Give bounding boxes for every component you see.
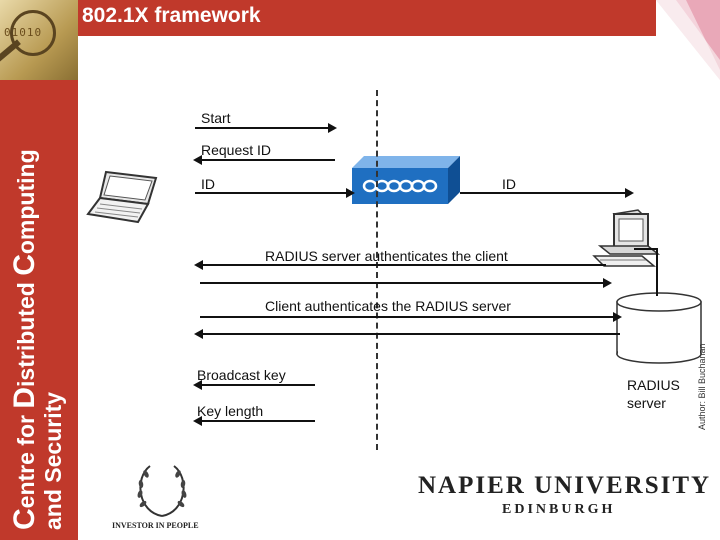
- napier-university-logo: NAPIER UNIVERSITY: [418, 472, 712, 499]
- eap-tunnel-top-arrow: [200, 278, 612, 288]
- desktop-computer-icon: [592, 209, 661, 267]
- slide-title: 802.1X framework: [82, 4, 261, 27]
- id-arrow-server: [460, 188, 634, 198]
- pc-to-server-link: [656, 248, 658, 296]
- investor-in-people-logo: [137, 465, 187, 517]
- magnifier-handle: [0, 39, 21, 64]
- investor-in-people-text: INVESTOR IN PEOPLE: [112, 521, 199, 530]
- id-label-client: ID: [201, 176, 215, 192]
- magnifier-lens: [10, 10, 56, 56]
- edinburgh-logo-text: EDINBURGH: [502, 502, 616, 517]
- eap-tunnel-bottom-arrow: [194, 329, 620, 339]
- request-id-label: Request ID: [201, 142, 272, 158]
- centre-name: Centre for Distributed Computing and Sec…: [8, 90, 67, 530]
- pc-to-server-link-horizontal: [634, 248, 656, 250]
- centre-name-line1: Centre for Distributed Computing: [8, 149, 41, 530]
- broadcast-key-arrow: [193, 380, 315, 390]
- sidebar-banner: 01010 Centre for Distributed Computing a…: [0, 0, 78, 540]
- client-authenticates-radius-arrow: [200, 312, 622, 322]
- id-arrow-client: [195, 188, 355, 198]
- broadcast-key-label: Broadcast key: [197, 367, 286, 383]
- client-authenticates-radius-label: Client authenticates the RADIUS server: [265, 298, 511, 314]
- radius-server-label-line1: RADIUS: [627, 377, 680, 393]
- id-label-server: ID: [502, 176, 516, 192]
- radius-server-icon: [616, 292, 702, 364]
- network-boundary-dashed-line: [376, 90, 378, 450]
- radius-authenticates-client-arrow: [194, 260, 606, 270]
- title-bar: [78, 0, 656, 36]
- radius-authenticates-client-label: RADIUS server authenticates the client: [265, 248, 508, 264]
- radius-server-label: RADIUS server: [627, 376, 680, 412]
- page-corner-decoration: [656, 0, 720, 80]
- magnifier-binary-art: 01010: [0, 0, 78, 80]
- key-length-arrow: [193, 416, 315, 426]
- start-arrow: [195, 123, 337, 133]
- radius-server-label-line2: server: [627, 395, 666, 411]
- start-label: Start: [201, 110, 231, 126]
- author-credit: Author: Bill Buchanan: [697, 343, 707, 430]
- laptop-icon: [86, 170, 158, 224]
- key-length-label: Key length: [197, 403, 264, 419]
- switch-icon: [352, 156, 460, 204]
- centre-name-line2: and Security: [40, 391, 66, 530]
- request-id-arrow: [193, 155, 335, 165]
